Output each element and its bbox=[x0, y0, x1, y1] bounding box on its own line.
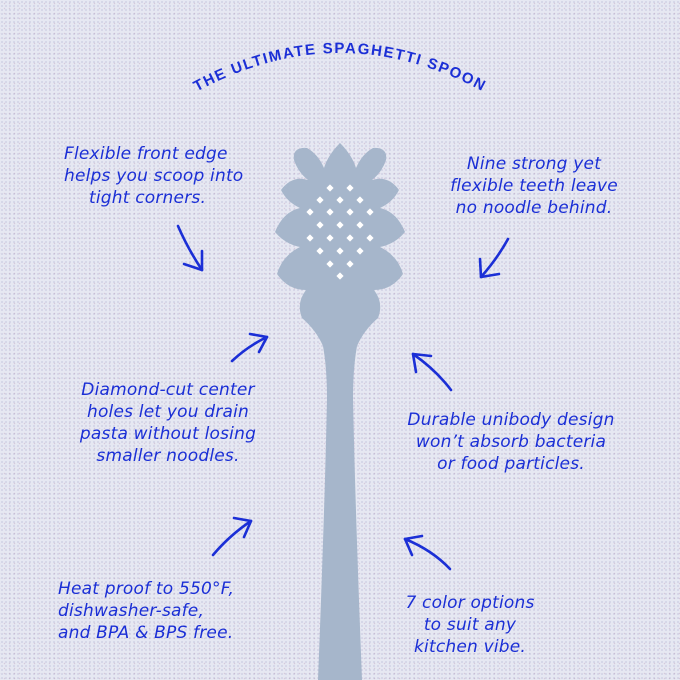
diamond-hole bbox=[316, 221, 324, 229]
arrow-color-options bbox=[403, 534, 452, 571]
diamond-hole bbox=[336, 272, 344, 280]
arrow-teeth bbox=[478, 237, 510, 279]
diamond-hole bbox=[346, 208, 354, 216]
callout-line: dishwasher-safe, bbox=[58, 601, 205, 621]
diamond-hole bbox=[356, 221, 364, 229]
callout-line: helps you scoop into bbox=[64, 166, 244, 186]
arrow-heat-proof bbox=[211, 516, 253, 557]
diamond-hole bbox=[346, 234, 354, 242]
callout-line: kitchen vibe. bbox=[413, 637, 527, 657]
diamond-hole bbox=[336, 247, 344, 255]
diamond-hole bbox=[336, 221, 344, 229]
diamond-holes bbox=[306, 184, 374, 280]
callout-line: won’t absorb bacteria bbox=[415, 432, 607, 452]
callout-line: Flexible front edge bbox=[64, 144, 228, 164]
callout-line: Heat proof to 550°F, bbox=[58, 579, 235, 599]
callout-line: 7 color options bbox=[405, 593, 535, 613]
callout-line: smaller noodles. bbox=[96, 446, 240, 466]
arrow-front-edge bbox=[176, 224, 204, 272]
callout-line: and BPA & BPS free. bbox=[58, 623, 234, 643]
callout-teeth: Nine strong yet flexible teeth leave no … bbox=[422, 153, 646, 219]
callout-unibody: Durable unibody design won’t absorb bact… bbox=[384, 409, 638, 475]
diamond-hole bbox=[306, 234, 314, 242]
diamond-hole bbox=[306, 208, 314, 216]
diamond-hole bbox=[326, 260, 334, 268]
callout-heat-proof: Heat proof to 550°F, dishwasher-safe, an… bbox=[58, 578, 286, 644]
arrow-unibody bbox=[411, 352, 453, 392]
diamond-hole bbox=[346, 184, 354, 192]
callout-line: holes let you drain bbox=[86, 402, 249, 422]
arrow-diamond-holes bbox=[230, 332, 269, 363]
diamond-hole bbox=[366, 234, 374, 242]
spoon-body bbox=[275, 143, 405, 680]
diamond-hole bbox=[356, 196, 364, 204]
diamond-hole bbox=[356, 247, 364, 255]
callout-diamond-holes: Diamond-cut center holes let you drain p… bbox=[54, 379, 282, 467]
diamond-hole bbox=[366, 208, 374, 216]
callout-line: tight corners. bbox=[89, 188, 207, 208]
callout-line: flexible teeth leave bbox=[450, 176, 618, 196]
diamond-hole bbox=[346, 260, 354, 268]
diamond-hole bbox=[316, 247, 324, 255]
diamond-hole bbox=[326, 184, 334, 192]
callout-line: or food particles. bbox=[437, 454, 585, 474]
callout-line: to suit any bbox=[423, 615, 517, 635]
callout-line: no noodle behind. bbox=[455, 198, 613, 218]
callout-front-edge: Flexible front edge helps you scoop into… bbox=[64, 143, 284, 209]
callout-color-options: 7 color options to suit any kitchen vibe… bbox=[382, 592, 558, 658]
diamond-hole bbox=[326, 208, 334, 216]
diamond-hole bbox=[336, 196, 344, 204]
callout-line: Diamond-cut center bbox=[81, 380, 255, 400]
callout-line: Durable unibody design bbox=[407, 410, 615, 430]
callout-line: pasta without losing bbox=[79, 424, 257, 444]
callout-line: Nine strong yet bbox=[466, 154, 602, 174]
diamond-hole bbox=[316, 196, 324, 204]
diamond-hole bbox=[326, 234, 334, 242]
